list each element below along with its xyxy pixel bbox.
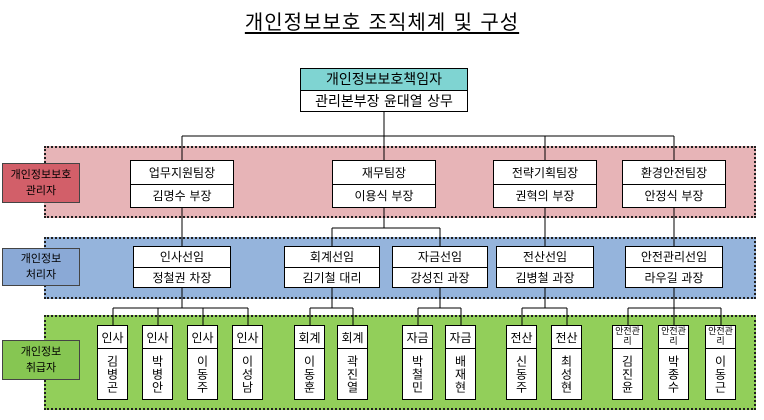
manager-person: 안정식 부장 bbox=[623, 183, 725, 208]
handler-name: 박병안 bbox=[143, 348, 172, 399]
privacy-officer-box: 개인정보보호책임자 관리본부장 윤대열 상무 bbox=[300, 68, 468, 112]
handler-name: 김진윤 bbox=[613, 348, 642, 399]
handler-box: 자금 박철민 bbox=[402, 325, 433, 400]
processor-person: 정철권 차장 bbox=[134, 266, 230, 288]
handler-dept: 안전관리 bbox=[661, 327, 686, 347]
manager-role: 환경안전팀장 bbox=[640, 165, 708, 180]
manager-person: 이용식 부장 bbox=[333, 183, 435, 208]
handler-name: 배재현 bbox=[446, 348, 475, 399]
handler-box: 전산 신동주 bbox=[506, 325, 537, 400]
processor-role: 안전관리선임 bbox=[640, 250, 708, 265]
handler-dept: 전산 bbox=[555, 330, 578, 345]
handler-box: 인사 이동주 bbox=[187, 325, 218, 400]
processor-box: 전산선임 김병철 과장 bbox=[496, 246, 594, 288]
handler-box: 인사 이성남 bbox=[232, 325, 263, 400]
handler-name: 이성남 bbox=[233, 348, 262, 399]
handler-name: 신동주 bbox=[507, 348, 536, 399]
handler-box: 자금 배재현 bbox=[445, 325, 476, 400]
handler-dept: 전산 bbox=[510, 330, 533, 345]
handler-box: 회계 곽진열 bbox=[337, 325, 368, 400]
handler-box: 안전관리 박종수 bbox=[658, 325, 689, 400]
handler-name: 김병곤 bbox=[98, 348, 127, 399]
processor-person: 라우길 과장 bbox=[626, 266, 722, 288]
handler-box: 안전관리 이동근 bbox=[705, 325, 736, 400]
handler-dept: 회계 bbox=[298, 330, 321, 345]
handler-dept: 인사 bbox=[236, 330, 259, 345]
handler-dept: 회계 bbox=[341, 330, 364, 345]
handler-dept: 자금 bbox=[449, 330, 472, 345]
handler-box: 회계 이동훈 bbox=[294, 325, 325, 400]
handler-name: 곽진열 bbox=[338, 348, 367, 399]
processor-person: 강성진 과장 bbox=[393, 266, 487, 288]
handler-dept: 자금 bbox=[406, 330, 429, 345]
manager-role: 전략기획팀장 bbox=[511, 165, 579, 180]
manager-role: 업무지원팀장 bbox=[148, 165, 216, 180]
manager-person: 권혁의 부장 bbox=[494, 183, 596, 208]
privacy-officer-role: 개인정보보호책임자 bbox=[301, 69, 467, 90]
processor-person: 김병철 과장 bbox=[497, 266, 593, 288]
handler-name: 이동주 bbox=[188, 348, 217, 399]
handler-name: 박철민 bbox=[403, 348, 432, 399]
processor-box: 자금선임 강성진 과장 bbox=[392, 246, 488, 288]
processor-role: 전산선임 bbox=[522, 250, 568, 265]
handler-box: 인사 김병곤 bbox=[97, 325, 128, 400]
manager-box: 전략기획팀장 권혁의 부장 bbox=[493, 160, 597, 208]
manager-box: 업무지원팀장 김명수 부장 bbox=[130, 160, 234, 208]
handler-name: 이동근 bbox=[706, 348, 735, 399]
handler-dept: 인사 bbox=[101, 330, 124, 345]
manager-box: 재무팀장 이용식 부장 bbox=[332, 160, 436, 208]
handler-name: 이동훈 bbox=[295, 348, 324, 399]
handler-name: 최성현 bbox=[552, 348, 581, 399]
privacy-officer-person: 관리본부장 윤대열 상무 bbox=[301, 89, 467, 112]
handler-dept: 안전관리 bbox=[615, 327, 640, 347]
processor-role: 인사선임 bbox=[159, 250, 205, 265]
handler-name: 박종수 bbox=[659, 348, 688, 399]
handler-dept: 인사 bbox=[191, 330, 214, 345]
manager-person: 김명수 부장 bbox=[131, 183, 233, 208]
manager-box: 환경안전팀장 안정식 부장 bbox=[622, 160, 726, 208]
processor-person: 김기철 대리 bbox=[285, 266, 379, 288]
handler-box: 안전관리 김진윤 bbox=[612, 325, 643, 400]
handler-box: 전산 최성현 bbox=[551, 325, 582, 400]
manager-role: 재무팀장 bbox=[361, 165, 407, 180]
processor-role: 자금선임 bbox=[417, 250, 463, 265]
processor-box: 안전관리선임 라우길 과장 bbox=[625, 246, 723, 288]
handler-dept: 안전관리 bbox=[708, 327, 733, 347]
processor-box: 회계선임 김기철 대리 bbox=[284, 246, 380, 288]
processor-role: 회계선임 bbox=[309, 250, 355, 265]
handler-box: 인사 박병안 bbox=[142, 325, 173, 400]
chart-title: 개인정보보호 조직체계 및 구성 bbox=[244, 10, 520, 34]
handler-dept: 인사 bbox=[146, 330, 169, 345]
processor-box: 인사선임 정철권 차장 bbox=[133, 246, 231, 288]
